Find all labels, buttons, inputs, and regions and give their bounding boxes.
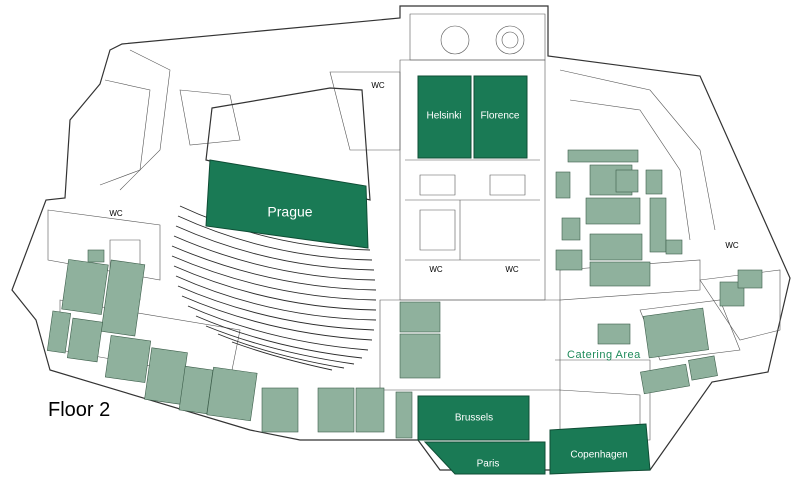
booth[interactable] [645,169,663,195]
booth[interactable] [355,387,385,433]
wc-label-1: WC [371,81,385,90]
hall-label-copenhagen: Copenhagen [570,450,627,461]
booth[interactable] [643,307,709,359]
hall-label-florence: Florence [481,111,520,122]
booth[interactable] [206,366,258,422]
hall-label-brussels: Brussels [455,413,493,424]
wc-label-3: WC [429,265,443,274]
booth[interactable] [665,239,683,255]
booth[interactable] [61,259,109,315]
booth[interactable] [399,301,441,333]
hall-label-helsinki: Helsinki [426,111,461,122]
booth[interactable] [555,249,583,271]
booth[interactable] [597,323,631,345]
booth[interactable] [46,310,72,354]
booth[interactable] [100,259,146,337]
hall-paris[interactable] [423,441,546,475]
booth[interactable] [688,355,718,381]
catering-area-label: Catering Area [567,349,641,361]
hall-brussels[interactable] [417,395,530,441]
wc-label-2: WC [109,209,123,218]
floor-label: Floor 2 [48,399,111,421]
hall-copenhagen[interactable] [549,423,651,475]
booth[interactable] [589,233,643,261]
hall-florence[interactable] [473,75,528,159]
booth[interactable] [567,149,639,163]
booth[interactable] [67,317,103,363]
hall-label-paris: Paris [477,459,500,470]
booth[interactable] [615,169,639,193]
booth[interactable] [585,197,641,225]
booth[interactable] [261,387,299,433]
hall-helsinki[interactable] [417,75,472,159]
booth[interactable] [104,335,152,383]
booth[interactable] [649,197,667,253]
booth[interactable] [87,249,105,263]
booth[interactable] [640,363,690,395]
booth[interactable] [589,261,651,287]
wc-label-5: WC [725,241,739,250]
booth[interactable] [317,387,355,433]
wc-label-4: WC [505,265,519,274]
booth[interactable] [737,269,763,289]
booth[interactable] [561,217,581,241]
booth[interactable] [395,391,413,439]
booth[interactable] [555,171,571,199]
prague-seating [171,205,377,371]
hall-label-prague: Prague [267,204,312,220]
booth[interactable] [399,333,441,379]
hall-prague[interactable] [205,159,369,249]
